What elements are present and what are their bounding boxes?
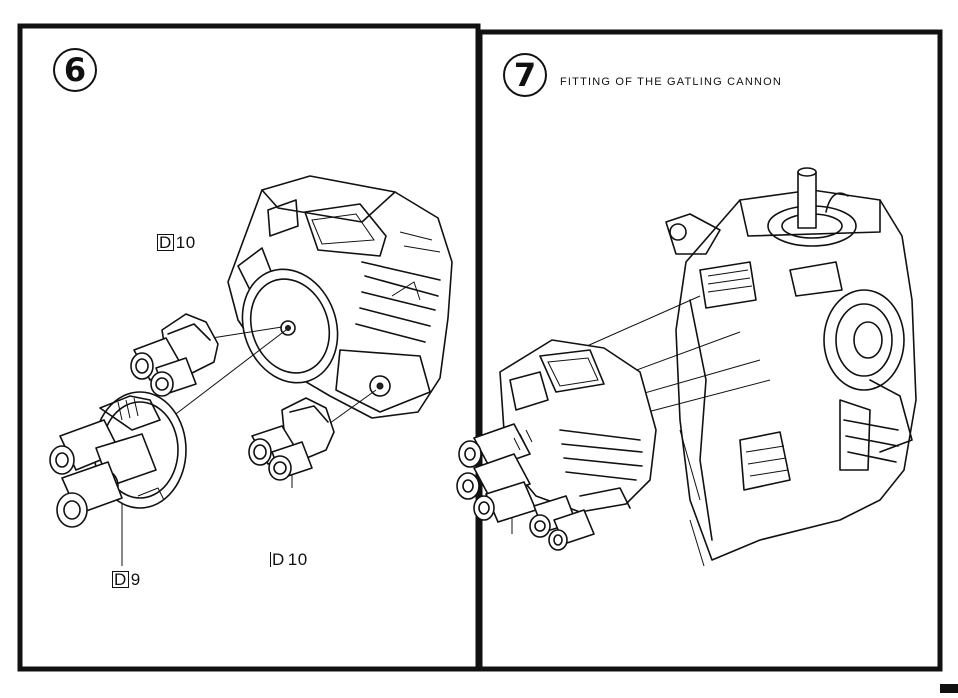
part-d9-drawing (49, 391, 187, 528)
part-label-d9-number: 9 (130, 570, 141, 589)
guide-line-main (167, 329, 287, 421)
part-d10-upper-drawing (130, 313, 219, 397)
part-label-d9-letter: D (112, 570, 129, 589)
step-number-7-text: 7 (513, 56, 537, 94)
gatling-housing-drawing (227, 175, 453, 419)
part-label-d10-lower-letter: D (270, 550, 285, 569)
guide-line-7d (639, 379, 771, 415)
mech-body-drawing (665, 167, 917, 567)
page-corner-mark (940, 684, 958, 693)
part-label-d10-lower-number: 10 (287, 550, 308, 569)
guide-line-7a (577, 295, 701, 351)
part-label-d10-upper-number: 10 (175, 233, 196, 252)
step-number-7: 7 (503, 53, 547, 97)
step-number-6-text: 6 (63, 51, 87, 89)
step-number-6: 6 (53, 48, 97, 92)
step7-title: FITTING OF THE GATLING CANNON (560, 76, 783, 88)
part-label-d10-upper-letter: D (157, 233, 174, 252)
guide-line-upper (211, 326, 283, 339)
part-d10-lower-drawing (248, 397, 335, 481)
guide-line-lower (325, 389, 377, 427)
gatling-cannon-drawing (456, 339, 657, 551)
panel-frame-step7 (477, 29, 943, 672)
